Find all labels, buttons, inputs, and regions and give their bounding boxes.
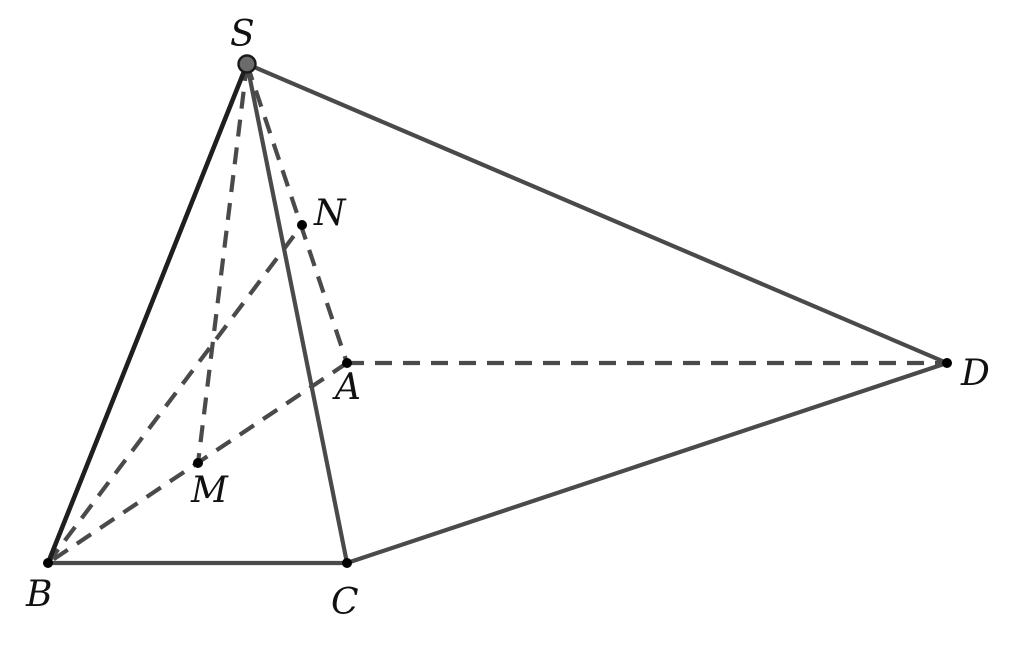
edge-S-D: [244, 61, 950, 366]
label-N: N: [313, 193, 347, 234]
label-A: A: [332, 367, 361, 408]
edge-B-N: [46, 223, 304, 565]
edge-S-M: [195, 63, 250, 464]
point-C: [342, 558, 352, 568]
edge-S-A: [245, 63, 349, 364]
point-A: [342, 358, 352, 368]
point-S: [237, 54, 257, 74]
point-M: [193, 458, 203, 468]
label-C: C: [331, 582, 359, 623]
label-D: D: [960, 353, 990, 394]
edge-S-C: [244, 61, 350, 566]
label-S: S: [230, 14, 255, 55]
edge-C-D: [344, 360, 950, 566]
point-N: [297, 220, 307, 230]
point-B: [43, 558, 53, 568]
edge-S-B: [45, 61, 250, 566]
label-B: B: [25, 574, 52, 615]
label-M: M: [190, 470, 229, 511]
point-D: [942, 358, 952, 368]
